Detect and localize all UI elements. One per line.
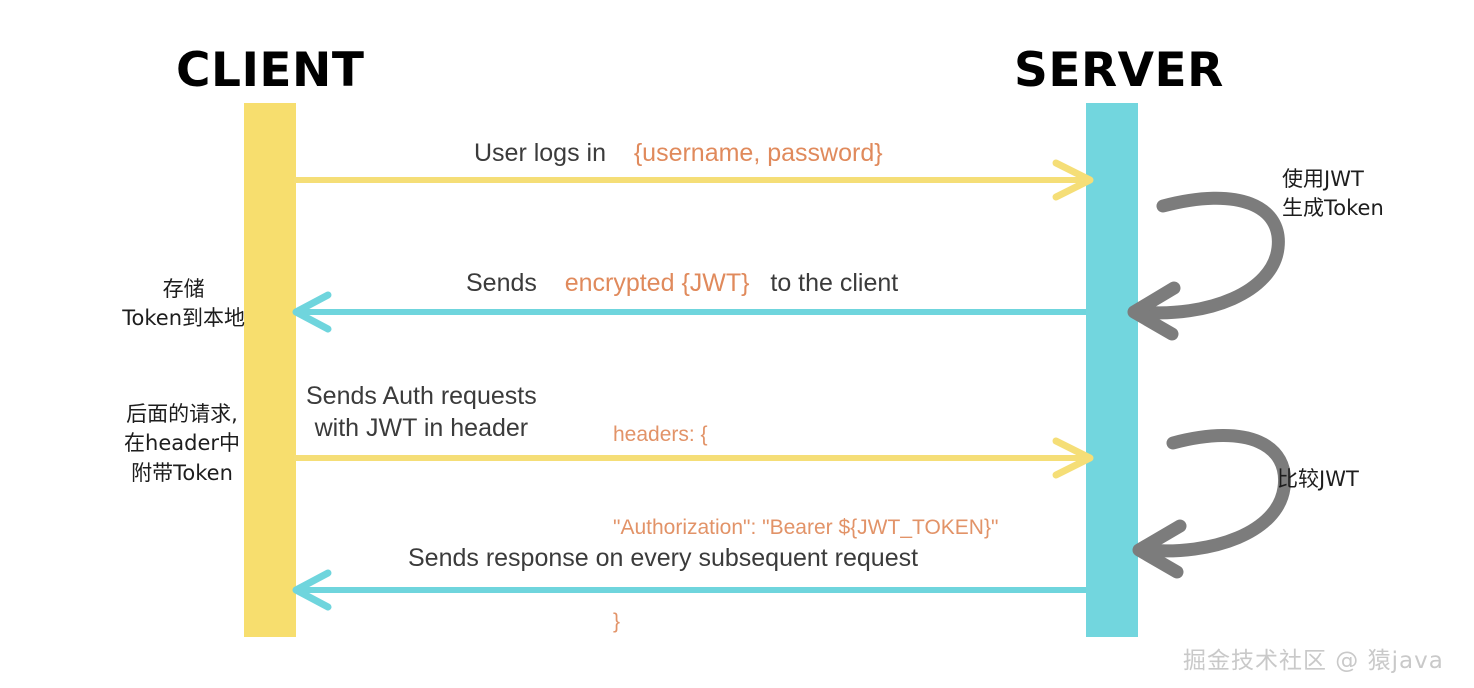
annotation-compare-jwt-line1: 比较JWT	[1277, 467, 1359, 491]
annotation-later-requests-line1: 后面的请求,	[126, 402, 238, 426]
message-login-highlight: {username, password}	[633, 139, 883, 167]
annotation-generate-token-line2: 生成Token	[1282, 196, 1384, 221]
client-lifeline-bar	[244, 103, 296, 637]
client-actor-title: CLIENT	[176, 43, 365, 98]
annotation-later-requests-line3: 附带Token	[131, 460, 233, 485]
server-actor-title: SERVER	[1014, 43, 1224, 98]
message-auth-line1: Sends Auth requests	[306, 382, 537, 410]
annotation-later-requests-line2: 在header中	[124, 431, 240, 456]
annotation-compare-jwt: 比较JWT	[1277, 465, 1359, 494]
message-jwt-highlight: encrypted {JWT}	[564, 269, 750, 297]
annotation-generate-token: 使用JWT 生成Token	[1282, 165, 1384, 224]
message-jwt-pre: Sends	[466, 269, 537, 297]
annotation-generate-token-line1: 使用JWT	[1282, 167, 1364, 191]
auth-headers-code-block: headers: { "Authorization": "Bearer ${JW…	[613, 357, 998, 688]
watermark-text: 掘金技术社区 @ 猿java	[1183, 648, 1444, 674]
annotation-later-requests: 后面的请求, 在header中 附带Token	[124, 400, 240, 488]
arrow-jwt-response	[292, 291, 1086, 333]
code-line-3: }	[613, 609, 621, 633]
message-jwt-post: to the client	[770, 269, 899, 297]
annotation-store-token: 存储 Token到本地	[122, 275, 245, 334]
annotation-store-token-line2: Token到本地	[122, 306, 245, 331]
server-lifeline-bar	[1086, 103, 1138, 637]
arrow-self-generate-token	[1127, 191, 1285, 341]
arrow-self-compare-jwt	[1132, 429, 1292, 579]
code-line-1: headers: {	[613, 423, 708, 447]
message-label-jwt-response: Sends encrypted {JWT} to the client	[466, 267, 898, 299]
message-auth-line2: with JWT in header	[314, 414, 529, 442]
message-label-login: User logs in {username, password}	[474, 137, 883, 169]
message-login-text: User logs in	[474, 139, 606, 167]
annotation-store-token-line1: 存储	[162, 277, 205, 301]
message-label-auth-request: Sends Auth requests with JWT in header	[306, 380, 537, 444]
code-line-2: "Authorization": "Bearer ${JWT_TOKEN}"	[613, 516, 999, 540]
message-response-text: Sends response on every subsequent reque…	[408, 544, 919, 572]
message-label-subsequent-response: Sends response on every subsequent reque…	[408, 542, 918, 574]
